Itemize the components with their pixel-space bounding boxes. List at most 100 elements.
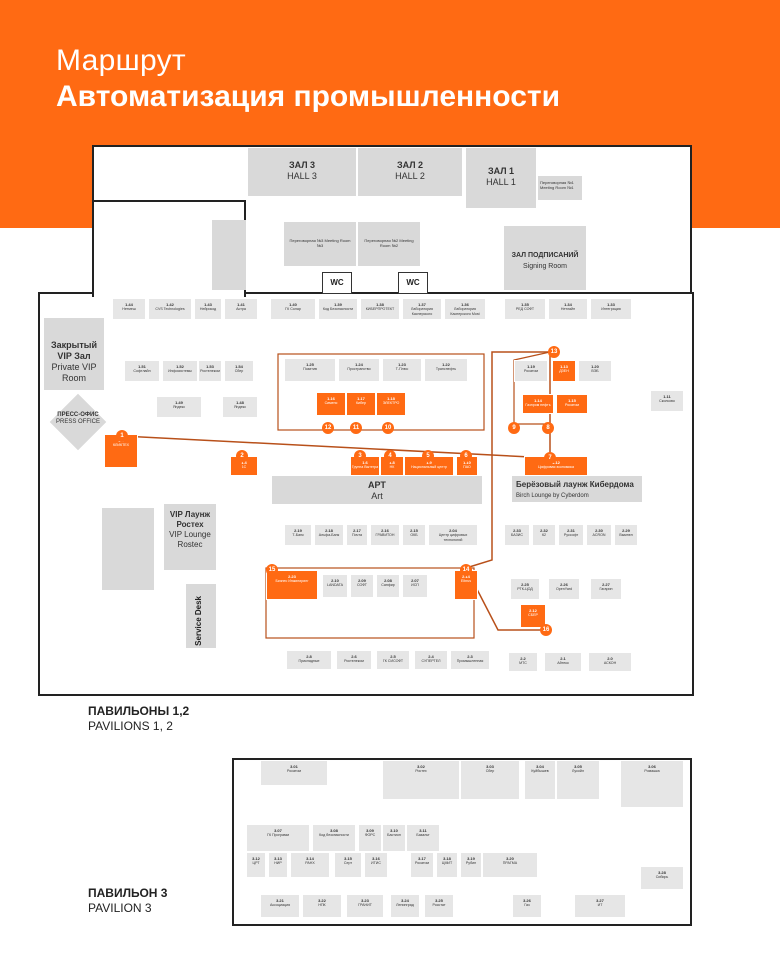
art-zone[interactable] (272, 476, 482, 504)
route-point-13[interactable]: 13 (548, 346, 560, 358)
hall-3[interactable] (248, 148, 356, 196)
hall-1[interactable] (466, 148, 536, 208)
route-point-11[interactable]: 11 (350, 422, 362, 434)
route-point-4[interactable]: 4 (384, 450, 396, 462)
birch-lounge[interactable] (512, 476, 642, 502)
route-point-9[interactable]: 9 (508, 422, 520, 434)
route-point-5[interactable]: 5 (422, 450, 434, 462)
route-point-15[interactable]: 15 (266, 564, 278, 576)
route-point-1[interactable]: 1 (116, 430, 128, 442)
route-point-2[interactable]: 2 (236, 450, 248, 462)
signing-room[interactable] (504, 226, 586, 290)
route-point-3[interactable]: 3 (354, 450, 366, 462)
route-point-12[interactable]: 12 (322, 422, 334, 434)
hall-2[interactable] (358, 148, 462, 196)
stand-block-left[interactable] (102, 508, 154, 590)
meeting-room-3[interactable] (284, 222, 356, 266)
meeting-room-1[interactable] (538, 176, 582, 200)
route-point-16[interactable]: 16 (540, 624, 552, 636)
vip-lounge-rostec[interactable] (164, 504, 216, 570)
stand-block-1-45[interactable] (212, 220, 246, 290)
route-point-6[interactable]: 6 (460, 450, 472, 462)
